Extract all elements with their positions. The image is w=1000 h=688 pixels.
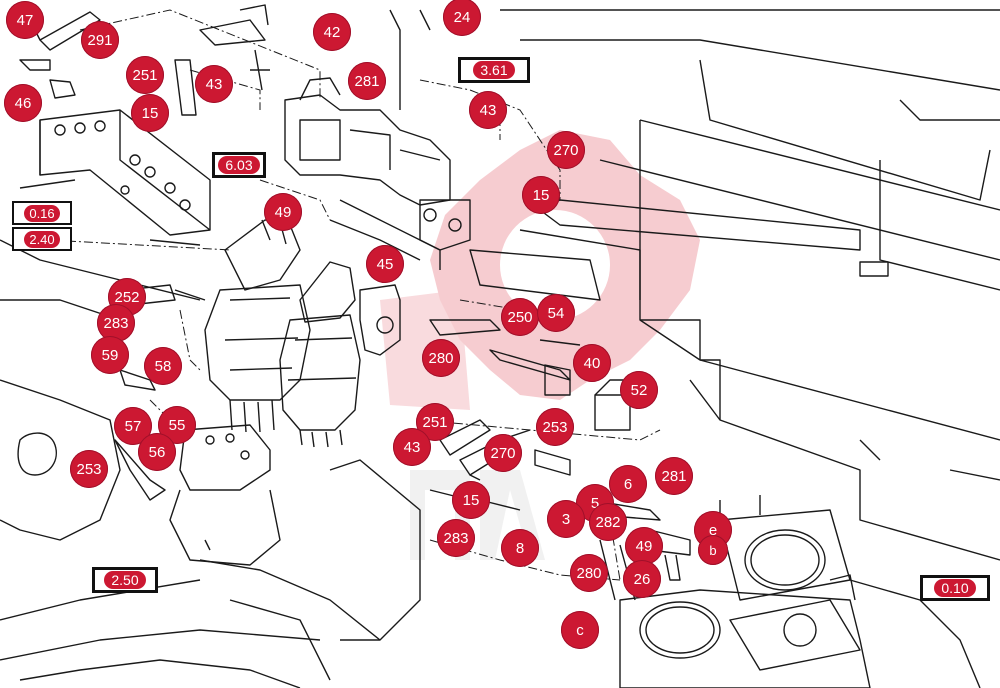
callout-15[interactable]: 15: [452, 481, 490, 519]
callout-52[interactable]: 52: [620, 371, 658, 409]
callout-47[interactable]: 47: [6, 1, 44, 39]
callout-283[interactable]: 283: [437, 519, 475, 557]
callout-251[interactable]: 251: [126, 56, 164, 94]
callout-270[interactable]: 270: [547, 131, 585, 169]
callout-283[interactable]: 283: [97, 304, 135, 342]
callout-43[interactable]: 43: [195, 65, 233, 103]
callout-43[interactable]: 43: [393, 428, 431, 466]
callout-40[interactable]: 40: [573, 344, 611, 382]
reference-label: 0.10: [934, 579, 976, 597]
callout-270[interactable]: 270: [484, 434, 522, 472]
reference-label: 2.40: [24, 230, 60, 248]
callout-24[interactable]: 24: [443, 0, 481, 36]
callout-42[interactable]: 42: [313, 13, 351, 51]
callout-15[interactable]: 15: [522, 176, 560, 214]
reference-label: 3.61: [473, 61, 515, 79]
reference-box-0-10[interactable]: 0.10: [920, 575, 990, 601]
callout-45[interactable]: 45: [366, 245, 404, 283]
callout-54[interactable]: 54: [537, 294, 575, 332]
callout-49[interactable]: 49: [264, 193, 302, 231]
reference-box-6-03[interactable]: 6.03: [212, 152, 266, 178]
reference-label: 6.03: [218, 156, 260, 174]
reference-box-2-40[interactable]: 2.40: [12, 227, 72, 251]
callout-253[interactable]: 253: [70, 450, 108, 488]
reference-label: 2.50: [104, 571, 146, 589]
callout-6[interactable]: 6: [609, 465, 647, 503]
callout-8[interactable]: 8: [501, 529, 539, 567]
callout-291[interactable]: 291: [81, 21, 119, 59]
reference-box-0-16[interactable]: 0.16: [12, 201, 72, 225]
callout-43[interactable]: 43: [469, 91, 507, 129]
callout-281[interactable]: 281: [655, 457, 693, 495]
callout-c[interactable]: c: [561, 611, 599, 649]
callout-59[interactable]: 59: [91, 336, 129, 374]
callout-253[interactable]: 253: [536, 408, 574, 446]
callout-280[interactable]: 280: [570, 554, 608, 592]
callout-26[interactable]: 26: [623, 560, 661, 598]
callout-58[interactable]: 58: [144, 347, 182, 385]
callout-250[interactable]: 250: [501, 298, 539, 336]
callout-46[interactable]: 46: [4, 84, 42, 122]
callout-280[interactable]: 280: [422, 339, 460, 377]
reference-box-3-61[interactable]: 3.61: [458, 57, 530, 83]
reference-label: 0.16: [24, 204, 60, 222]
callout-56[interactable]: 56: [138, 433, 176, 471]
callout-281[interactable]: 281: [348, 62, 386, 100]
callout-15[interactable]: 15: [131, 94, 169, 132]
callout-b[interactable]: b: [698, 535, 728, 565]
callout-282[interactable]: 282: [589, 503, 627, 541]
reference-box-2-50[interactable]: 2.50: [92, 567, 158, 593]
callout-49[interactable]: 49: [625, 527, 663, 565]
callout-3[interactable]: 3: [547, 500, 585, 538]
